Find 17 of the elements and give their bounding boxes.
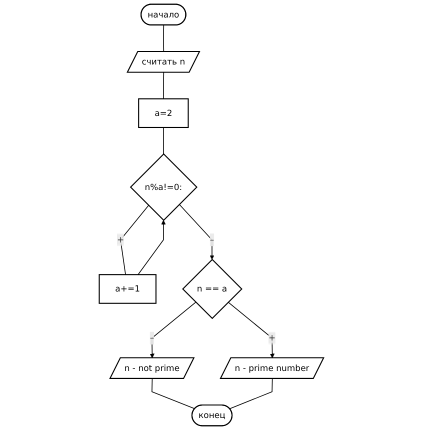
connector (163, 72, 164, 100)
connector (163, 127, 164, 154)
node-box: a=2 (138, 98, 189, 128)
connector (152, 378, 196, 410)
node-diamond: n%a!=0: (130, 153, 198, 221)
node-diamond: n == a (182, 258, 243, 320)
connector (229, 378, 273, 410)
edge-label: + (268, 332, 276, 343)
edge-label: – (150, 332, 154, 343)
arrow (178, 204, 214, 260)
edge-label: – (210, 234, 214, 245)
connector (163, 24, 164, 52)
connector (120, 204, 150, 276)
arrow (150, 302, 196, 358)
node-box: a+=1 (98, 274, 157, 304)
edge-label: + (117, 234, 124, 245)
arrow (138, 220, 166, 276)
